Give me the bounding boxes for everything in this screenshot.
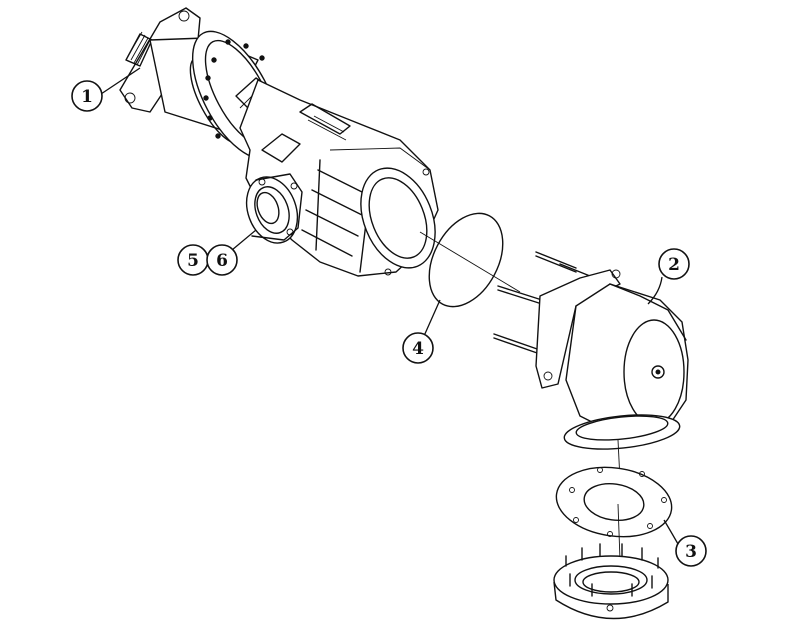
callout-2-label: 2 — [668, 255, 680, 275]
callout-3-label: 3 — [685, 542, 697, 562]
output-bearing-ring-part — [553, 543, 669, 620]
output-flange-seal-part — [245, 173, 303, 244]
callout-6: 6 — [206, 229, 257, 276]
callout-5: 5 — [177, 244, 209, 276]
flange-gasket-part — [555, 466, 673, 561]
callout-1-label: 1 — [81, 87, 93, 107]
callout-2: 2 — [647, 248, 690, 305]
callout-1: 1 — [71, 67, 141, 112]
gasket-o-ring-part — [419, 212, 521, 308]
callout-4-label: 4 — [412, 339, 424, 359]
angle-gearbox-housing-part — [493, 251, 689, 481]
callout-5-label: 5 — [187, 251, 199, 271]
callout-6-label: 6 — [216, 251, 228, 271]
callout-3: 3 — [663, 519, 707, 567]
callout-4: 4 — [402, 299, 441, 364]
